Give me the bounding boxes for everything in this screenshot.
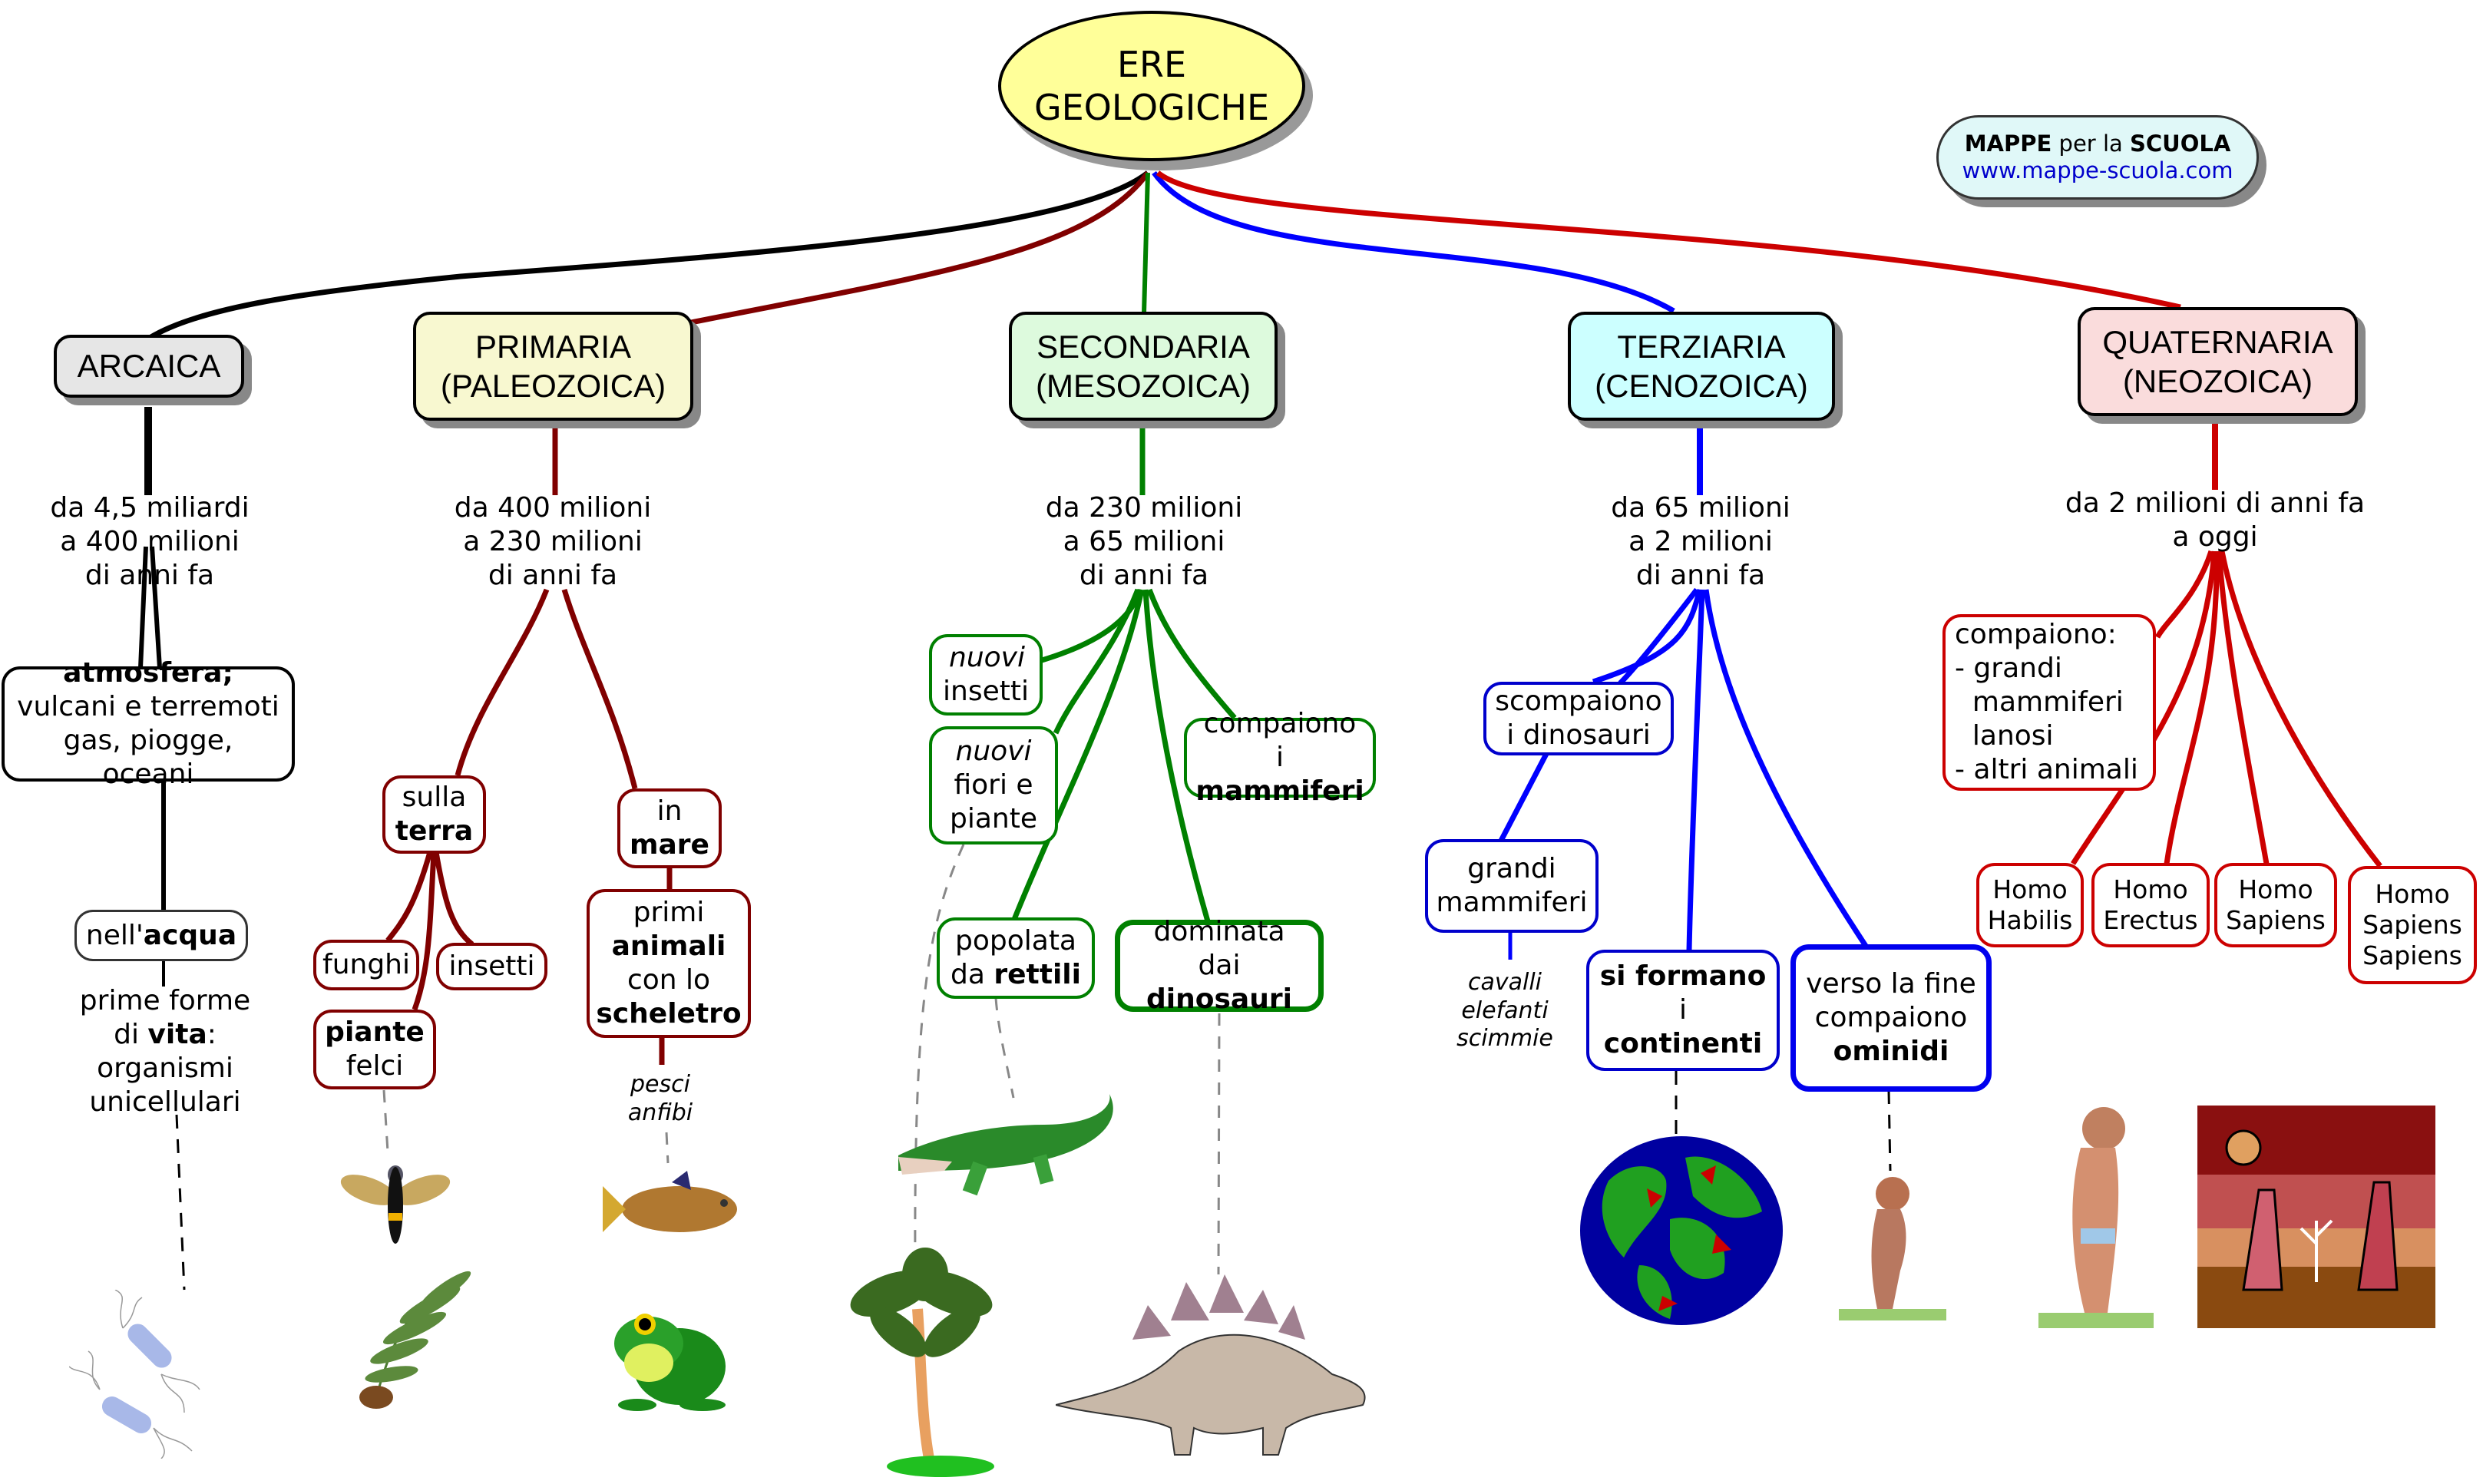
era-terziaria[interactable]: TERZIARIA (CENOZOICA) — [1568, 312, 1835, 421]
link-root-primaria — [690, 170, 1150, 326]
era-sublabel: (PALEOZOICA) — [440, 368, 666, 404]
crocodile-image — [898, 1094, 1113, 1196]
link-root-terziaria — [1152, 170, 1675, 314]
root-title-line2: GEOLOGICHE — [1033, 87, 1270, 128]
fern-image — [359, 1271, 471, 1409]
stegosaurus-image — [1056, 1274, 1366, 1456]
node-compaiono-lanosi[interactable]: compaiono:- grandi mammiferi lanosi- alt… — [1942, 614, 2156, 791]
era-sublabel: (NEOZOICA) — [2122, 363, 2313, 399]
era-sublabel: (CENOZOICA) — [1595, 368, 1808, 404]
era-arcaica[interactable]: ARCAICA — [54, 335, 244, 398]
fish-image — [603, 1171, 737, 1232]
frog-image — [614, 1314, 726, 1411]
era-label: TERZIARIA — [1617, 328, 1786, 365]
brand-badge[interactable]: MAPPE per la SCUOLA www.mappe-scuola.com — [1936, 115, 2259, 200]
brand-url[interactable]: www.mappe-scuola.com — [1962, 157, 2233, 183]
era-label: PRIMARIA — [474, 328, 632, 365]
node-acqua[interactable]: nell'acqua — [74, 910, 248, 961]
brand-name: MAPPE per la SCUOLA — [1964, 130, 2231, 157]
era-label: ARCAICA — [77, 348, 221, 385]
primitive-farmers-image — [2197, 1106, 2435, 1328]
era-label: SECONDARIA — [1037, 328, 1250, 365]
hominid-image — [1839, 1177, 1946, 1320]
globe-image — [1580, 1136, 1783, 1325]
link-root-arcaica — [148, 170, 1150, 340]
era-primaria[interactable]: PRIMARIA (PALEOZOICA) — [413, 312, 693, 421]
era-label: QUATERNARIA — [2102, 323, 2333, 360]
root-node[interactable]: ERE GEOLOGICHE — [998, 11, 1305, 161]
era-quaternaria[interactable]: QUATERNARIA (NEOZOICA) — [2078, 307, 2358, 416]
root-title-line1: ERE — [1116, 43, 1187, 85]
era-sublabel: (MESOZOICA) — [1036, 368, 1251, 404]
node-insetti[interactable]: insetti — [436, 943, 547, 990]
wasp-image — [340, 1165, 451, 1244]
link-root-quaternaria — [1156, 170, 2181, 310]
link-root-secondaria — [1142, 172, 1150, 314]
node-funghi[interactable]: funghi — [313, 940, 419, 990]
palm-tree-image — [850, 1248, 994, 1477]
early-human-image — [2038, 1107, 2154, 1328]
node-vita: prime forme di vita: organismi unicellul… — [79, 985, 251, 1118]
era-secondaria[interactable]: SECONDARIA (MESOZOICA) — [1009, 312, 1278, 421]
bacteria-image — [69, 1290, 200, 1459]
